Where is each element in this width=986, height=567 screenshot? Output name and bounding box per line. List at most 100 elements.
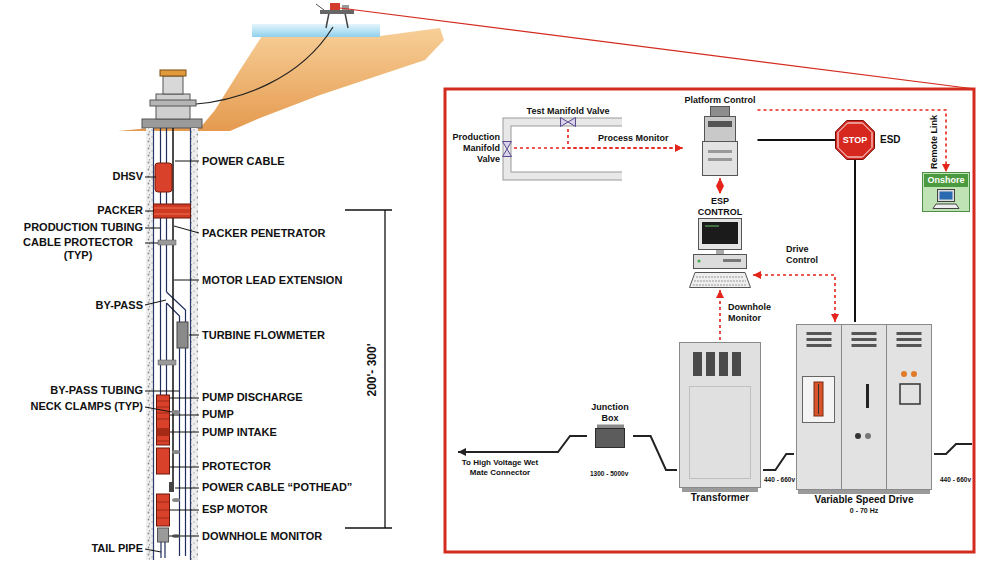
junction-box: Junction Box	[587, 400, 633, 450]
wellbore	[157, 502, 169, 518]
seabed	[118, 24, 444, 131]
screen-line	[705, 226, 719, 227]
platform	[316, 4, 324, 10]
leader-lines	[145, 407, 172, 412]
part-label: BY-PASS	[96, 299, 143, 312]
leader-lines	[175, 161, 199, 162]
platform	[326, 13, 329, 28]
controller-vent	[708, 121, 732, 127]
shutdown-line	[758, 139, 836, 141]
drive-slot	[723, 259, 741, 262]
part-label: NECK CLAMPS (TYP)	[31, 400, 143, 413]
part-label: PACKER PENETRATOR	[202, 227, 325, 240]
wellbore	[157, 448, 170, 474]
cabinet-panel	[797, 325, 842, 490]
monitor	[699, 219, 742, 250]
part-label: ESP MOTOR	[202, 503, 268, 516]
node-text: Transformer	[691, 492, 749, 504]
transformer-cabinet: Transformer	[677, 340, 763, 506]
valve-node: Test Manifold Valve	[525, 104, 612, 129]
wellbore	[158, 240, 176, 245]
node-text: Variable Speed Drive	[815, 494, 914, 506]
valve-node: Production Manifold Valve	[448, 130, 514, 167]
zoom-line	[340, 8, 975, 89]
subsea-cable	[196, 27, 333, 104]
stop-octagon	[836, 121, 875, 160]
wellbore	[172, 410, 180, 414]
power-cable	[934, 444, 972, 454]
computer-case	[694, 255, 747, 269]
part-label: PRODUCTION TUBING	[24, 221, 143, 234]
wellbore	[177, 322, 188, 348]
part-label: PACKER	[97, 204, 143, 217]
manifold-pipe	[507, 122, 622, 176]
wellbore	[154, 204, 191, 218]
controller-slot	[708, 158, 732, 161]
part-label: BY-PASS TUBING	[50, 384, 143, 397]
control-computer: ESP CONTROL	[687, 194, 753, 290]
part-label: DOWNHOLE MONITOR	[202, 530, 322, 543]
wellhead	[150, 100, 196, 106]
breaker-line	[818, 384, 819, 414]
hvalve-icon	[560, 117, 576, 127]
wellbore	[191, 128, 198, 560]
screen	[939, 192, 952, 200]
connector-label: 1300 - 5000v	[590, 470, 628, 478]
leader-lines	[145, 161, 199, 552]
jbox-icon	[595, 424, 625, 448]
cabinet-door	[690, 387, 751, 479]
part-label: DHSV	[112, 170, 143, 183]
keyboard	[690, 273, 751, 288]
leader-lines	[174, 280, 199, 281]
leader-lines	[169, 536, 199, 537]
seabed	[118, 28, 444, 131]
platform	[345, 13, 348, 28]
vent	[693, 352, 702, 376]
node-text: Platform Control	[685, 95, 756, 106]
box-body	[596, 429, 625, 448]
dimension-line	[384, 210, 385, 528]
indicator	[901, 371, 907, 377]
power-cable	[458, 436, 587, 452]
vent	[897, 332, 922, 335]
part-label: PUMP INTAKE	[202, 426, 277, 439]
indicator	[855, 433, 861, 439]
controller-top	[711, 107, 730, 117]
part-label: PROTECTOR	[202, 460, 271, 473]
stop-sign-shape: STOP	[835, 120, 875, 160]
keyboard-keys	[693, 277, 747, 285]
voltage-label: 440 - 660v	[940, 476, 971, 484]
signal-link	[758, 110, 946, 172]
wellbore	[146, 128, 153, 560]
monitor-stand	[716, 250, 724, 254]
platform-icon	[702, 106, 738, 176]
platform	[320, 10, 354, 14]
node-text: ESD	[880, 134, 901, 146]
dimension-line	[345, 527, 392, 528]
connector-label: 440 - 660v	[764, 476, 795, 484]
cabinet-base	[682, 488, 758, 492]
cabinet-base	[798, 490, 930, 494]
platform	[330, 3, 340, 10]
vent	[807, 344, 832, 347]
drive-cabinet: Variable Speed Drive0 - 70 Hz	[794, 322, 934, 517]
keyboard	[933, 204, 959, 209]
controller-base	[703, 142, 738, 176]
part-label: TAIL PIPE	[91, 542, 143, 555]
leader-lines	[145, 228, 160, 229]
connector-label: Downhole Monitor	[728, 302, 778, 324]
leader-lines	[170, 398, 199, 399]
node-text: STOP	[843, 135, 867, 146]
leader-lines	[145, 300, 166, 305]
leader-lines	[174, 226, 199, 233]
vent	[807, 338, 832, 341]
transformer-icon	[679, 342, 761, 492]
vent	[706, 352, 715, 376]
leader-lines	[170, 467, 199, 468]
connector-label: Process Monitor	[598, 133, 669, 144]
leader-lines	[170, 415, 199, 416]
leader-lines	[175, 488, 199, 489]
signal-link	[568, 129, 683, 148]
